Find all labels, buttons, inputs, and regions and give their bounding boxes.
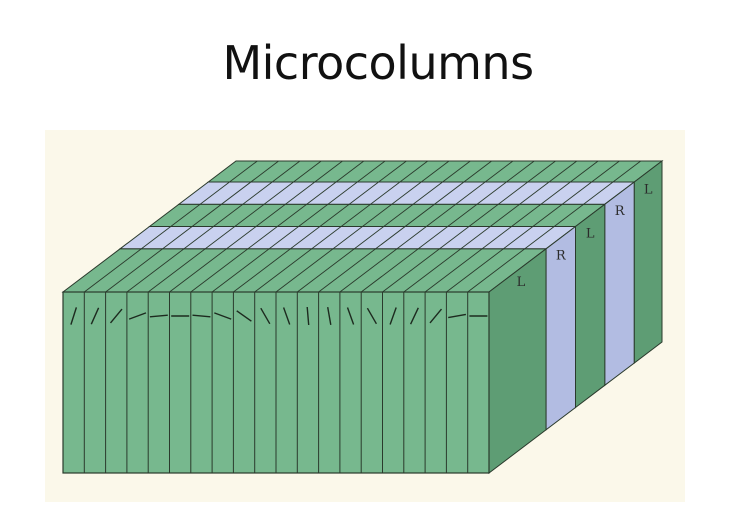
top-column-line bbox=[169, 160, 343, 293]
top-column-line bbox=[382, 160, 556, 293]
layer-label-l: L bbox=[517, 275, 526, 290]
orientation-stroke bbox=[109, 308, 123, 324]
orientation-stroke bbox=[327, 306, 332, 326]
orientation-stroke bbox=[282, 307, 291, 325]
top-column-line bbox=[190, 160, 365, 293]
orientation-stroke bbox=[448, 313, 467, 319]
orientation-stroke bbox=[214, 312, 232, 320]
orientation-stroke bbox=[192, 314, 211, 318]
top-column-line bbox=[446, 160, 620, 293]
top-column-line bbox=[424, 160, 599, 293]
orientation-stroke bbox=[429, 308, 443, 324]
top-column-line bbox=[467, 160, 641, 293]
front-face bbox=[62, 291, 490, 474]
orientation-stroke bbox=[389, 307, 397, 325]
orientation-stroke bbox=[149, 314, 168, 318]
top-column-line bbox=[105, 160, 279, 293]
layer-labels: L R L R L bbox=[517, 183, 653, 290]
orientation-stroke bbox=[346, 307, 355, 325]
layer-label-r: R bbox=[615, 204, 626, 219]
orientation-stroke bbox=[70, 307, 78, 325]
top-column-line bbox=[339, 160, 514, 293]
top-column-line bbox=[147, 160, 322, 293]
orientation-stroke bbox=[366, 307, 378, 325]
top-column-line bbox=[233, 160, 407, 293]
orientation-stroke bbox=[260, 307, 271, 325]
top-column-line bbox=[254, 160, 428, 293]
orientation-stroke bbox=[306, 306, 310, 326]
orientation-stroke bbox=[409, 307, 419, 325]
top-column-line bbox=[318, 160, 492, 293]
orientation-stroke bbox=[128, 312, 147, 320]
slide-title: Microcolumns bbox=[222, 36, 534, 90]
microcolumn-figure: L R L R L bbox=[45, 130, 685, 502]
side-slab-l bbox=[633, 159, 663, 365]
orientation-stroke bbox=[236, 310, 252, 322]
top-column-line bbox=[360, 160, 535, 293]
microcolumn-block-diagram: L R L R L bbox=[45, 130, 685, 502]
top-column-line bbox=[297, 160, 471, 293]
layer-label-r: R bbox=[556, 249, 567, 264]
top-column-line bbox=[211, 160, 386, 293]
layer-label-l: L bbox=[644, 183, 653, 198]
top-column-line bbox=[126, 160, 301, 293]
top-column-line bbox=[275, 160, 450, 293]
orientation-stroke bbox=[90, 307, 100, 325]
layer-label-l: L bbox=[586, 226, 595, 241]
top-column-line bbox=[84, 160, 258, 293]
top-column-line bbox=[403, 160, 578, 293]
